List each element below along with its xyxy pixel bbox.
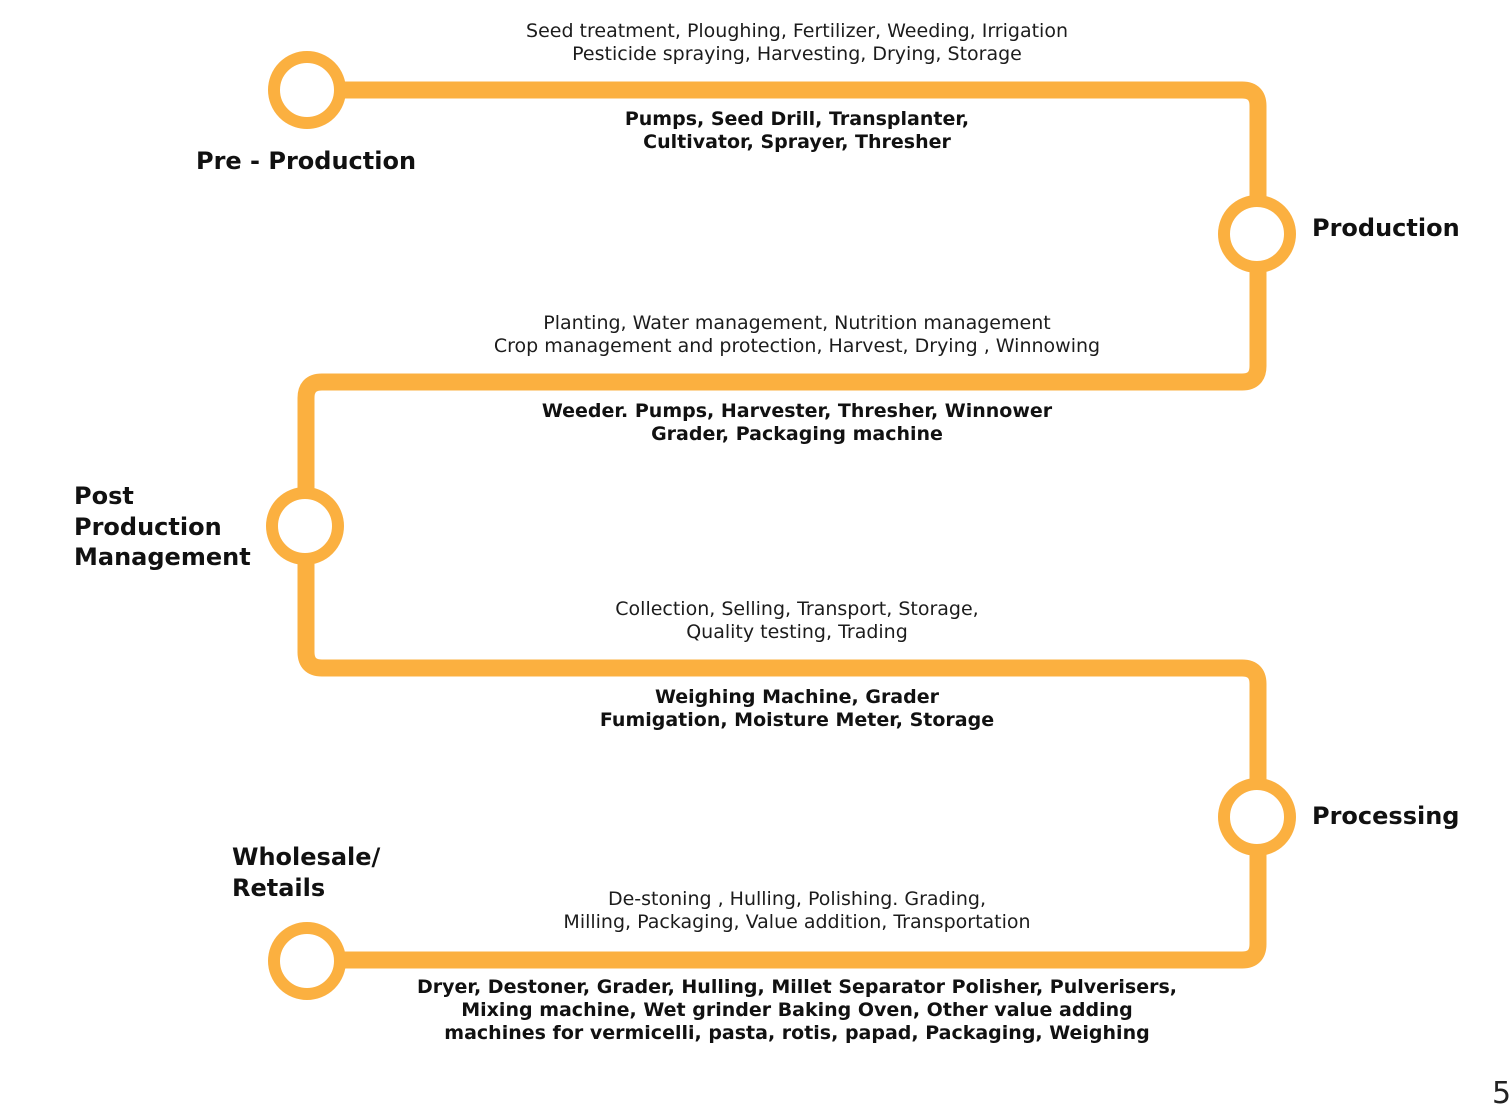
activity-line: Milling, Packaging, Value addition, Tran… (563, 910, 1031, 933)
machine-line: Weighing Machine, Grader (655, 686, 939, 708)
stage-label-post-production-line-3: Management (74, 543, 251, 572)
activity-line: Pesticide spraying, Harvesting, Drying, … (572, 42, 1022, 65)
machine-line: Fumigation, Moisture Meter, Storage (599, 708, 995, 731)
page-number: 5 (1492, 1076, 1511, 1111)
activity-line: Seed treatment, Ploughing, Fertilizer, W… (526, 20, 1068, 42)
activity-line: Quality testing, Trading (686, 620, 908, 643)
machine-line: Dryer, Destoner, Grader, Hulling, Millet… (416, 976, 1178, 998)
machines-processing: Dryer, Destoner, Grader, Hulling, Millet… (417, 976, 1177, 1044)
machine-line: Weeder. Pumps, Harvester, Thresher, Winn… (541, 400, 1053, 422)
activity-line: Crop management and protection, Harvest,… (493, 334, 1101, 357)
activities-processing: De-stoning , Hulling, Polishing. Grading… (563, 888, 1030, 934)
activity-line: Collection, Selling, Transport, Storage, (615, 598, 979, 620)
activities-pre-production: Seed treatment, Ploughing, Fertilizer, W… (526, 20, 1068, 66)
activities-production: Planting, Water management, Nutrition ma… (494, 312, 1100, 358)
node-production (1218, 195, 1296, 273)
stage-label-wholesale-line-2: Retails (232, 873, 326, 902)
activity-line: De-stoning , Hulling, Polishing. Grading… (607, 888, 987, 910)
machines-pre-production: Pumps, Seed Drill, Transplanter, Cultiva… (625, 108, 969, 154)
machines-production: Weeder. Pumps, Harvester, Thresher, Winn… (542, 400, 1052, 446)
stage-label-wholesale-line-1: Wholesale/ (232, 843, 381, 871)
node-post-production (266, 487, 344, 565)
stage-label-processing: Processing (1312, 802, 1460, 830)
stage-label-post-production-line-2: Production (74, 512, 222, 541)
machines-post-production: Weighing Machine, Grader Fumigation, Moi… (600, 686, 994, 732)
activities-post-production: Collection, Selling, Transport, Storage,… (615, 598, 978, 644)
node-wholesale (268, 922, 346, 1000)
stage-label-wholesale: Wholesale/ Retails (232, 842, 380, 903)
machine-line: Pumps, Seed Drill, Transplanter, (624, 108, 970, 130)
stage-label-post-production: Post Production Management (74, 481, 251, 573)
node-processing (1218, 778, 1296, 856)
machine-line: Cultivator, Sprayer, Thresher (643, 130, 951, 153)
machine-line: Mixing machine, Wet grinder Baking Oven,… (461, 998, 1133, 1021)
stage-label-post-production-line-1: Post (74, 482, 134, 510)
machine-line: machines for vermicelli, pasta, rotis, p… (444, 1021, 1150, 1044)
node-pre-production (268, 51, 346, 129)
flow-path (297, 81, 1267, 969)
stage-label-pre-production: Pre - Production (196, 147, 417, 175)
activity-line: Planting, Water management, Nutrition ma… (543, 312, 1051, 334)
stage-label-production: Production (1312, 214, 1460, 242)
machine-line: Grader, Packaging machine (651, 422, 943, 445)
